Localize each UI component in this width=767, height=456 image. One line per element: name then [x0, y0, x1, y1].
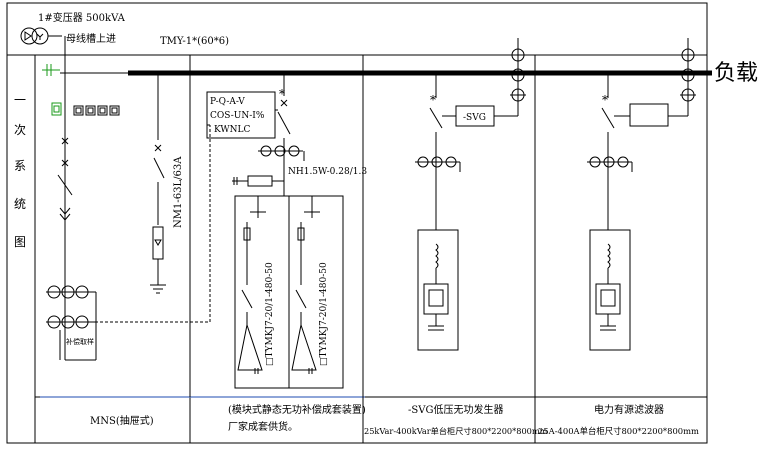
caption-svg-1: -SVG低压无功发生器 [408, 403, 503, 416]
controller-line: COS-UN-I% [210, 111, 265, 121]
side-title-char: 统 [14, 197, 26, 211]
svg-text:*: * [430, 93, 436, 107]
side-title-char: 次 [14, 123, 26, 137]
grounding-symbol [42, 64, 60, 76]
tap-label: 补偿取样 [66, 337, 94, 346]
svg-feeder [415, 73, 461, 351]
busway-entry-label: 母线槽上进 [66, 32, 116, 45]
caption-apf-1: 电力有源滤波器 [594, 403, 664, 416]
ct-row-2 [46, 315, 96, 329]
meter-indicator [51, 102, 62, 116]
caption-mns: MNS(抽屉式) [90, 414, 154, 427]
controller-line: P-Q-A-V [210, 97, 245, 107]
module-label: □TYMKJ7-20/1-480-50 [265, 262, 275, 366]
side-title-char: 系 [14, 159, 26, 173]
controller-line: KWNLC [214, 125, 251, 135]
ct-row-1 [46, 285, 96, 299]
busbar-spec-label: TMY-1*(60*6) [160, 36, 229, 47]
transformer-icon [20, 27, 49, 45]
meter-row [73, 105, 120, 116]
apf-feeder [587, 73, 633, 351]
caption-module-2: 厂家成套供货。 [228, 420, 298, 433]
module-label: □TYMKJ7-20/1-480-50 [319, 262, 329, 366]
apf-ct-stack [680, 38, 696, 102]
side-title-char: 图 [14, 235, 26, 249]
mccb-label: NM1-63L/63A [173, 156, 184, 228]
capacitor-module-2 [288, 195, 344, 389]
mccb-branch [150, 73, 166, 294]
fuse-label: NH1.5W-0.28/1.3 [288, 167, 367, 177]
transformer-label: 1#变压器 500kVA [38, 11, 126, 24]
apf-control-box [629, 103, 669, 127]
caption-module-1: (模块式静态无功补偿成套装置) [228, 403, 366, 416]
svg-text:*: * [602, 93, 608, 107]
incoming-breaker [57, 137, 73, 221]
controller-box [206, 91, 276, 139]
load-label: 负载 [714, 61, 758, 86]
diagram-frame [6, 2, 708, 444]
side-title-char: 一 [14, 93, 26, 107]
caption-svg-2: 25kVar-400kVar单台柜尺寸800*2200*800mm [364, 426, 548, 436]
caption-apf-2: 25A-400A单台柜尺寸800*2200*800mm [538, 426, 699, 436]
svg-ct-stack [510, 38, 526, 102]
svg-box-label: -SVG [463, 113, 486, 123]
capacitor-module-1 [234, 195, 290, 389]
svg-text:*: * [279, 87, 285, 101]
